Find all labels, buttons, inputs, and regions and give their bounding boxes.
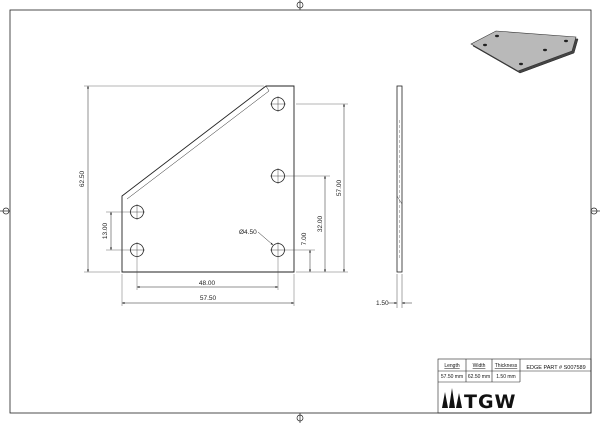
title-thickness-value: 1.50 mm: [496, 374, 515, 380]
title-length-label: Length: [444, 363, 460, 369]
title-length-value: 57.50 mm: [441, 374, 463, 380]
dim-overall-width: 57.50: [200, 295, 217, 302]
isometric-preview: [470, 30, 579, 74]
logo-text: TGW: [464, 391, 517, 413]
dim-mid-hole-height: 32.00: [317, 215, 324, 232]
dim-hole-offset-bottom: 7.00: [301, 232, 308, 245]
plate-side-view: [388, 85, 412, 308]
sheet-border: [9, 9, 592, 414]
title-part-name: EDGE PART # S007589: [526, 365, 585, 371]
plate-front-view: [121, 85, 295, 273]
dim-overall-height: 62.50: [79, 170, 86, 187]
dimension-lines: [87, 86, 345, 304]
title-width-label: Width: [473, 363, 486, 369]
dim-hole-spacing-horizontal: 48.00: [199, 280, 216, 287]
hole-center-lines: [129, 96, 286, 258]
extension-lines: [84, 85, 348, 306]
dim-hole-spacing-left: 13.00: [102, 222, 109, 239]
title-width-value: 62.50 mm: [468, 374, 490, 380]
dim-thickness: 1.50: [376, 300, 389, 307]
title-block: [437, 358, 592, 414]
dim-hole-diameter: Ø4.50: [239, 229, 257, 236]
tgw-logo: TGW: [442, 388, 517, 413]
mounting-holes: [130, 97, 285, 257]
title-thickness-label: Thickness: [495, 363, 518, 369]
dim-top-hole-height: 57.00: [336, 179, 343, 196]
